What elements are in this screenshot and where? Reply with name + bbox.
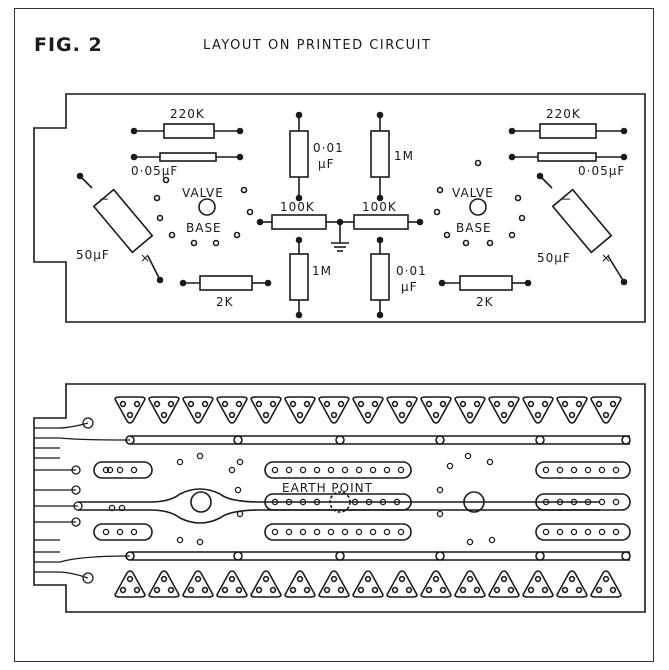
resistor-2k-right	[438, 275, 532, 291]
resistor-220k-right	[508, 123, 628, 139]
resistor-1m-top	[370, 111, 390, 202]
label-2k-left: 2K	[216, 295, 234, 309]
capacitor-50uf-left	[76, 172, 164, 284]
pcb-pad-strips	[93, 461, 631, 541]
label-valve-right-2: BASE	[456, 221, 492, 235]
figure-title: LAYOUT ON PRINTED CIRCUIT	[203, 38, 432, 53]
pcb-outline	[33, 383, 646, 613]
label-005uf-right: 0·05μF	[578, 164, 625, 178]
component-board-outline	[33, 93, 646, 323]
pcb-edge-connector	[34, 417, 131, 584]
label-50uf-left: 50μF	[76, 248, 110, 262]
pcb-rail-bottom	[125, 551, 631, 561]
resistor-2k-left	[179, 275, 272, 291]
label-2k-right: 2K	[476, 295, 494, 309]
figure-label: FIG. 2	[34, 34, 103, 56]
label-valve-right-1: VALVE	[452, 186, 494, 200]
resistor-1m-bottom	[289, 236, 309, 319]
label-100k-left: 100K	[280, 200, 315, 214]
label-005uf-left: 0·05μF	[131, 164, 178, 178]
capacitor-005uf-left	[130, 152, 244, 162]
valve-base-right	[433, 159, 526, 247]
label-001uf-bottom-unit: μF	[401, 280, 418, 294]
polarity-minus-left: −	[99, 192, 109, 206]
polarity-plus-right: ×	[601, 251, 611, 265]
capacitor-005uf-right	[508, 152, 628, 162]
capacitor-50uf-right	[536, 172, 628, 286]
earth-symbol	[331, 218, 349, 252]
resistor-100k-right	[340, 214, 424, 230]
resistor-100k-left	[256, 214, 340, 230]
label-100k-right: 100K	[362, 200, 397, 214]
label-valve-left-1: VALVE	[182, 186, 224, 200]
label-001uf-top: 0·01	[313, 141, 344, 155]
label-001uf-top-unit: μF	[318, 157, 335, 171]
capacitor-001uf-bottom	[370, 236, 390, 319]
label-valve-left-2: BASE	[186, 221, 222, 235]
pcb-rail-top	[125, 435, 631, 445]
label-50uf-right: 50μF	[537, 251, 571, 265]
label-220k-left: 220K	[170, 107, 205, 121]
pcb-holes	[102, 452, 620, 546]
earth-point-marker	[329, 491, 351, 513]
label-earth-point: EARTH POINT	[282, 481, 373, 495]
polarity-plus-left: ×	[140, 251, 150, 265]
label-220k-right: 220K	[546, 107, 581, 121]
label-1m-top: 1M	[394, 149, 414, 163]
capacitor-001uf-top	[289, 111, 309, 202]
polarity-minus-right: −	[561, 192, 571, 206]
resistor-220k-left	[130, 123, 244, 139]
valve-base-left	[153, 176, 254, 247]
pcb-triangle-pads	[114, 396, 622, 598]
label-001uf-bottom: 0·01	[396, 264, 427, 278]
figure-frame	[14, 8, 654, 662]
label-1m-bottom: 1M	[312, 264, 332, 278]
